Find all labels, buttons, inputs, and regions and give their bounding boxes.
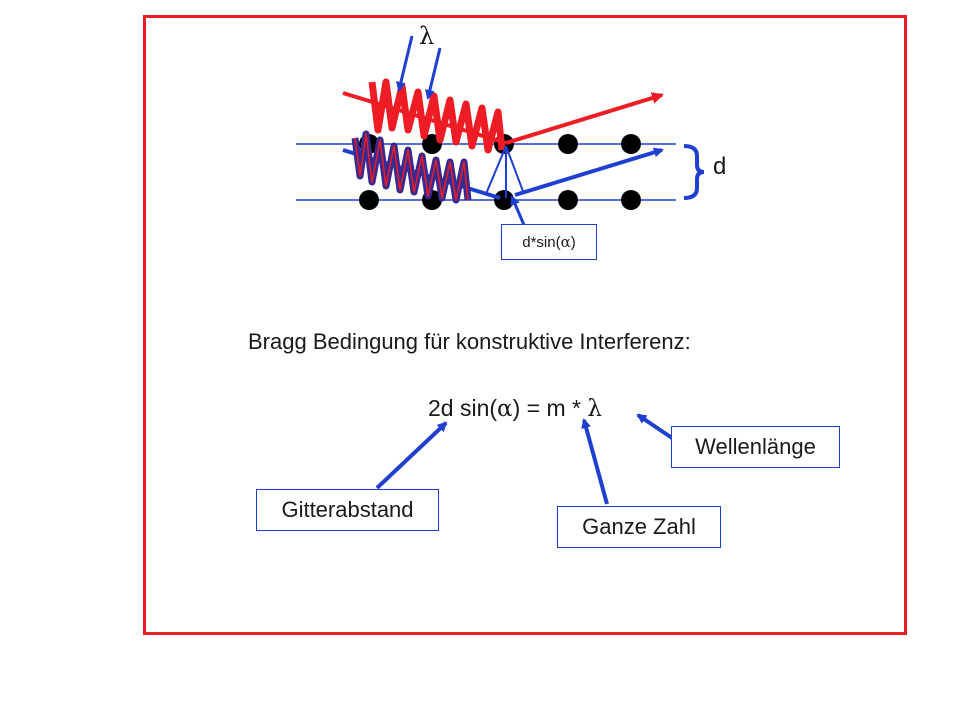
- lambda-arrow-right: [425, 47, 442, 100]
- bragg-caption: Bragg Bedingung für konstruktive Interfe…: [248, 329, 691, 354]
- reflected-ray-top: [505, 92, 664, 145]
- formula-middle: ) = m *: [512, 395, 588, 421]
- formula-lambda: λ: [587, 396, 602, 422]
- d-label: d: [713, 153, 727, 180]
- wellenlaenge-arrow: [636, 413, 677, 442]
- bragg-formula: 2d sin(α) = m * λ: [428, 395, 602, 422]
- dsin-label-close: ): [570, 234, 576, 251]
- dsin-label-prefix: d*sin(: [522, 234, 561, 251]
- lambda-label: λ: [419, 22, 435, 50]
- incoming-wave-bottom-highlight: [354, 133, 469, 201]
- outer-frame: [143, 15, 907, 635]
- ganze-zahl-arrow: [581, 418, 609, 505]
- atom: [621, 190, 641, 210]
- callout-gitterabstand: Gitterabstand: [256, 489, 439, 531]
- atom: [621, 134, 641, 154]
- dsin-label-alpha: α: [560, 233, 571, 251]
- path-difference-line: [505, 145, 525, 195]
- atom: [558, 134, 578, 154]
- callout-ganze-zahl: Ganze Zahl: [557, 506, 721, 548]
- callout-wellenlaenge: Wellenlänge: [671, 426, 840, 468]
- lambda-arrow-left: [396, 35, 414, 92]
- dsin-arrow: [510, 195, 526, 226]
- incoming-wave-top: [368, 78, 506, 154]
- atom: [558, 190, 578, 210]
- formula-alpha: α: [497, 396, 513, 422]
- spacing-brace: [683, 144, 705, 200]
- atom: [494, 190, 514, 210]
- gitterabstand-arrow: [375, 421, 448, 490]
- dsin-label-box: d*sin(α): [501, 224, 597, 260]
- path-difference-line: [485, 145, 507, 195]
- atom: [359, 190, 379, 210]
- formula-prefix: 2d sin(: [428, 395, 498, 421]
- reflected-ray-bottom: [514, 147, 664, 197]
